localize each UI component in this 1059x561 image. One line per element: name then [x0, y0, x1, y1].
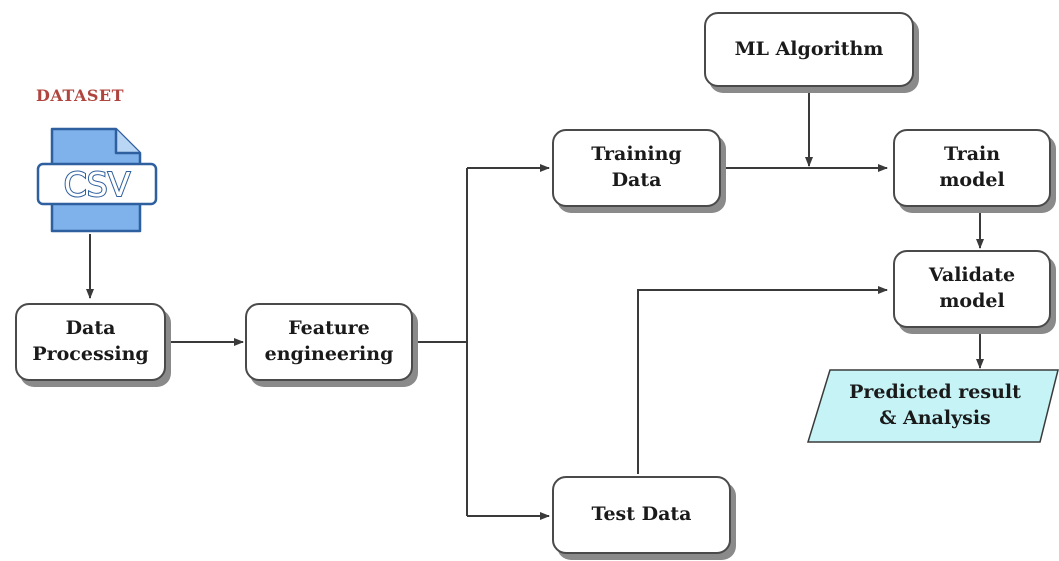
data-processing-box: Data Processing	[15, 303, 166, 381]
csv-file-icon: CSV	[36, 127, 158, 233]
csv-icon-text: CSV	[64, 165, 131, 204]
training-data-box: Training Data	[552, 129, 721, 207]
test-data-box: Test Data	[552, 476, 731, 554]
feature-engineering-box: Feature engineering	[245, 303, 413, 381]
predicted-result-label: Predicted result & Analysis	[849, 381, 1021, 429]
ml-algorithm-box: ML Algorithm	[704, 12, 914, 87]
validate-model-box: Validate model	[893, 250, 1051, 328]
predicted-result-shape	[806, 369, 1059, 443]
train-model-box: Train model	[893, 129, 1051, 207]
dataset-label: DATASET	[36, 86, 125, 105]
arrow-test-to-validate	[637, 286, 888, 474]
